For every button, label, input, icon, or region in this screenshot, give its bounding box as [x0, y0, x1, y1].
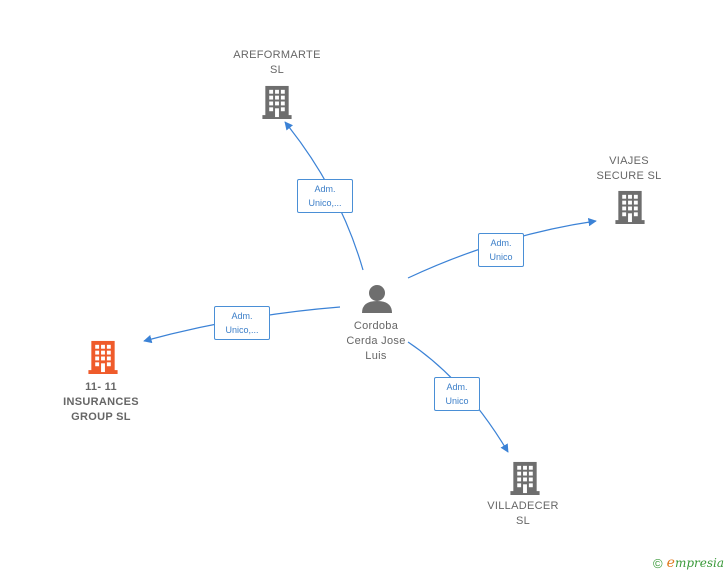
label-line: GROUP SL: [71, 411, 131, 423]
edge-label-line: Adm.: [314, 184, 336, 194]
brand-logo: empresia: [667, 555, 724, 571]
edge-label-insurances[interactable]: Adm. Unico,...: [214, 306, 270, 340]
label-line: SECURE SL: [596, 170, 662, 182]
edge-label-line: Adm.: [231, 311, 253, 321]
building-icon: [510, 461, 540, 495]
building-icon: [88, 340, 118, 374]
label-line: SL: [515, 515, 531, 527]
brand-initial: e: [666, 555, 675, 571]
company-label-areformarte[interactable]: AREFORMARTE SL: [233, 48, 320, 78]
edge-label-line: Unico: [445, 396, 469, 406]
label-line: SL: [269, 64, 285, 76]
label-line: INSURANCES: [63, 396, 139, 408]
edge-label-line: Unico,...: [225, 325, 259, 335]
footer-brand[interactable]: © empresia: [653, 555, 724, 571]
company-label-villadecer[interactable]: VILLADECER SL: [487, 499, 558, 529]
label-line: Luis: [365, 350, 387, 362]
edge-label-areformarte[interactable]: Adm. Unico,...: [297, 179, 353, 213]
company-label-insurances[interactable]: 11- 11 INSURANCES GROUP SL: [63, 380, 139, 425]
label-line: AREFORMARTE: [233, 49, 321, 61]
edge-label-viajes-secure[interactable]: Adm. Unico: [478, 233, 524, 267]
edge-label-line: Adm.: [490, 238, 512, 248]
building-icon: [615, 190, 645, 224]
label-line: VILLADECER: [487, 500, 559, 512]
label-line: Cordoba: [353, 320, 399, 332]
copyright-icon: ©: [653, 555, 663, 571]
edge-label-line: Unico: [489, 252, 513, 262]
company-label-viajes-secure[interactable]: VIAJES SECURE SL: [596, 154, 661, 184]
label-line: Cerda Jose: [346, 335, 406, 347]
edge-label-villadecer[interactable]: Adm. Unico: [434, 377, 480, 411]
brand-rest: mpresia: [674, 556, 724, 570]
edge-label-line: Adm.: [446, 382, 468, 392]
person-icon: [362, 285, 392, 313]
label-line: 11- 11: [85, 381, 117, 393]
person-label[interactable]: Cordoba Cerda Jose Luis: [346, 319, 405, 364]
edge-label-line: Unico,...: [308, 198, 342, 208]
building-icon: [262, 85, 292, 119]
label-line: VIAJES: [609, 155, 649, 167]
